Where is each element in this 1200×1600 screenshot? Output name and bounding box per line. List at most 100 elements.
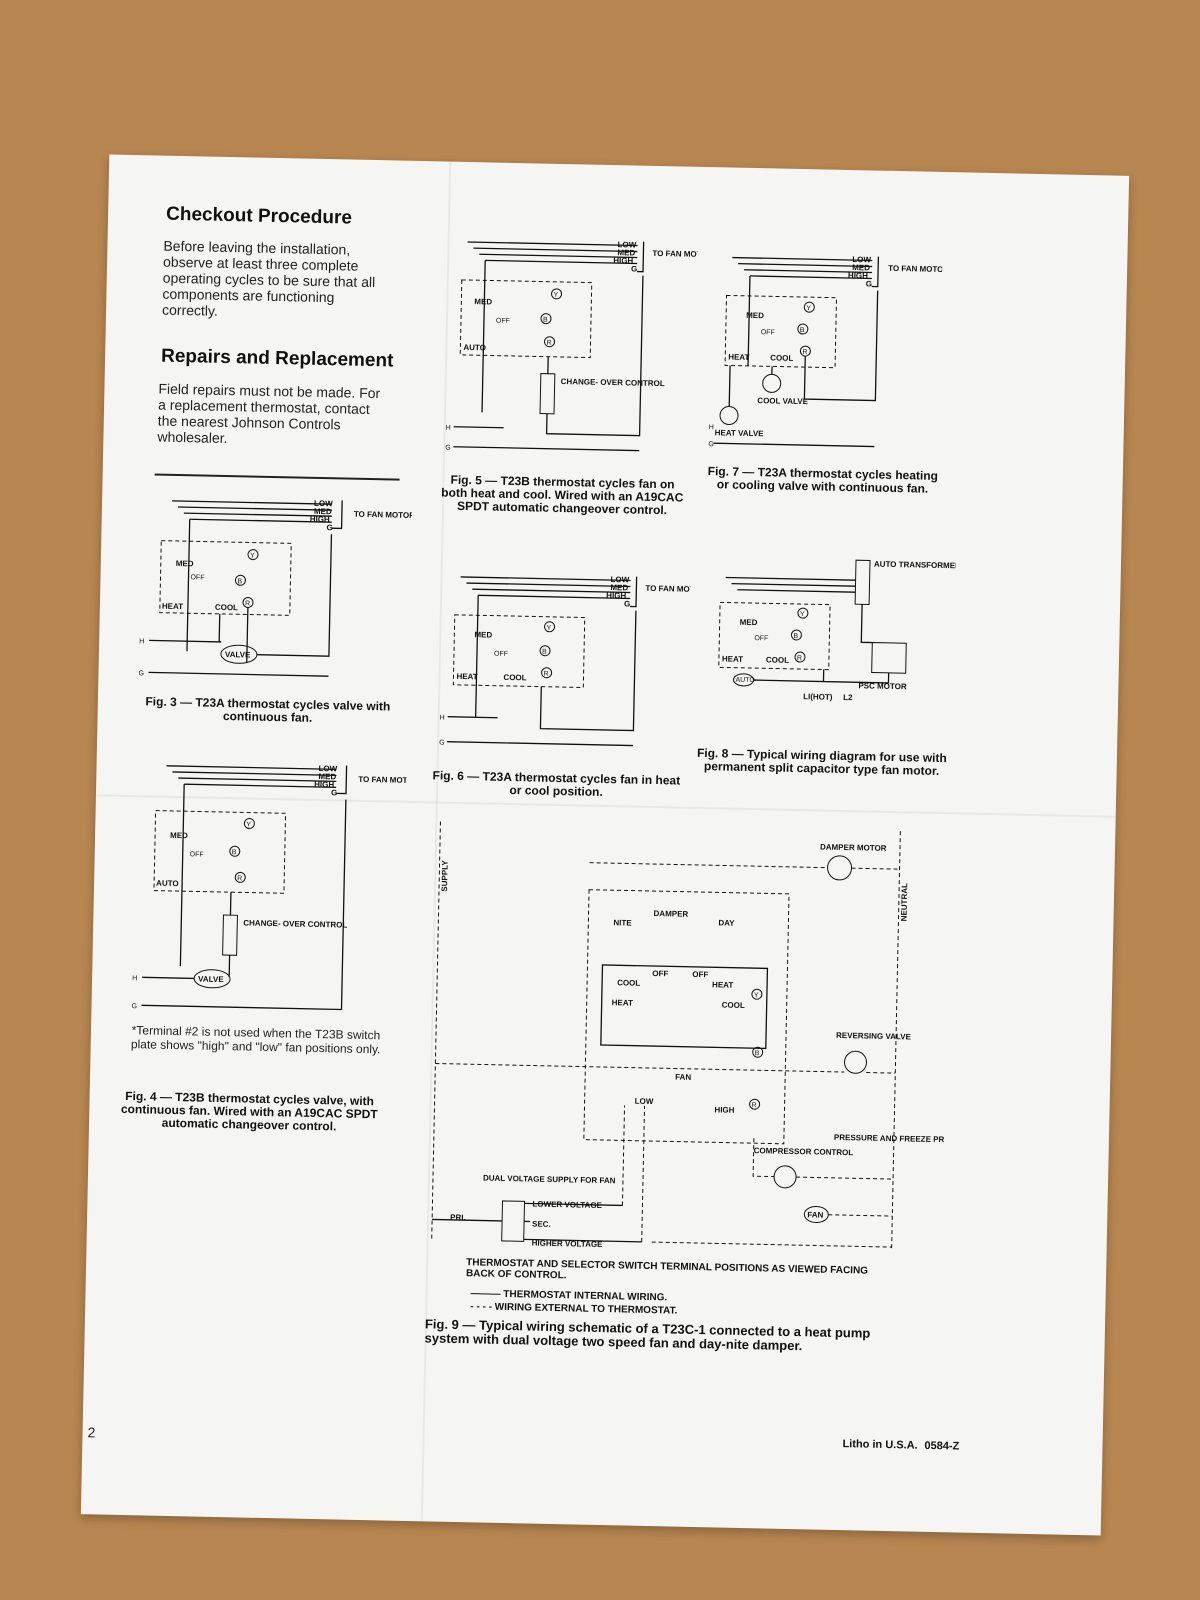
svg-text:TO FAN MOTOR: TO FAN MOTOR — [888, 264, 942, 274]
svg-text:HIGH: HIGH — [310, 515, 330, 524]
svg-text:COOL VALVE: COOL VALVE — [757, 396, 809, 406]
svg-text:HIGH: HIGH — [848, 271, 868, 280]
svg-text:G: G — [439, 740, 445, 747]
svg-text:DAMPER MOTOR: DAMPER MOTOR — [820, 843, 887, 853]
svg-text:R: R — [797, 655, 802, 662]
svg-text:OFF: OFF — [761, 329, 775, 336]
fig8-caption: Fig. 8 — Typical wiring diagram for use … — [696, 745, 947, 778]
svg-text:LOW: LOW — [318, 764, 337, 773]
svg-text:B: B — [542, 649, 547, 656]
svg-text:COOL: COOL — [766, 655, 789, 664]
svg-text:SEC.: SEC. — [532, 1220, 551, 1229]
page-number: 2 — [87, 1424, 96, 1441]
doc-code: 0584-Z — [924, 1439, 960, 1453]
svg-text:Y: Y — [800, 611, 805, 618]
svg-text:G: G — [131, 1003, 137, 1010]
svg-text:R: R — [802, 349, 807, 356]
svg-text:R: R — [546, 340, 551, 347]
svg-text:H: H — [132, 975, 137, 982]
svg-text:MED: MED — [474, 297, 492, 306]
svg-text:LOW: LOW — [617, 240, 636, 249]
svg-text:TO FAN MOTOR: TO FAN MOTOR — [358, 775, 406, 785]
svg-text:NEUTRAL: NEUTRAL — [899, 883, 909, 922]
fig7-diagram: LOW MED HIGH G TO FAN MOTOR MED OFF HEAT… — [708, 247, 942, 467]
svg-text:Y: Y — [546, 625, 551, 632]
svg-text:H: H — [446, 425, 451, 432]
svg-text:AUTO TRANSFORMER OR REACTOR: AUTO TRANSFORMER OR REACTOR — [874, 560, 956, 572]
svg-text:B: B — [232, 849, 237, 856]
svg-text:MED: MED — [610, 583, 628, 592]
fig5-caption: Fig. 5 — T23B thermostat cycles fan on b… — [441, 472, 684, 518]
svg-text:TO FAN MOTOR: TO FAN MOTOR — [354, 510, 412, 520]
svg-text:OFF: OFF — [190, 851, 204, 858]
fig5-diagram: LOW MED HIGH G TO FAN MOTOR MED OFF AUTO… — [443, 232, 698, 467]
svg-text:OFF: OFF — [496, 318, 510, 325]
svg-text:G: G — [624, 599, 630, 608]
svg-text:HEAT: HEAT — [162, 602, 183, 611]
svg-text:CHANGE- OVER CONTROL: CHANGE- OVER CONTROL — [243, 918, 347, 929]
fig9-caption: Fig. 9 — Typical wiring schematic of a T… — [424, 1316, 871, 1354]
svg-text:OFF: OFF — [494, 651, 508, 658]
svg-text:H: H — [709, 424, 714, 431]
svg-text:LOW: LOW — [635, 1097, 654, 1106]
checkout-title: Checkout Procedure — [165, 203, 353, 229]
fig8-diagram: AUTO TRANSFORMER OR REACTOR MED OFF HEAT… — [702, 547, 956, 742]
svg-text:PRI.: PRI. — [450, 1213, 466, 1222]
svg-text:FAN: FAN — [675, 1073, 691, 1082]
svg-text:TO FAN MOTOR: TO FAN MOTOR — [645, 584, 690, 594]
svg-text:G: G — [331, 788, 337, 797]
svg-text:HIGH: HIGH — [714, 1105, 734, 1114]
svg-text:Y: Y — [250, 553, 255, 560]
svg-text:COOL: COOL — [770, 353, 793, 362]
svg-text:AUTO: AUTO — [735, 677, 755, 684]
svg-text:COMPRESSOR CONTROL: COMPRESSOR CONTROL — [754, 1146, 854, 1157]
fig6-diagram: LOW MED HIGH G TO FAN MOTOR MED OFF HEAT… — [437, 567, 691, 762]
svg-text:G: G — [631, 264, 637, 273]
section-divider — [154, 473, 400, 481]
svg-text:LOW: LOW — [852, 255, 871, 264]
fig7-caption: Fig. 7 — T23A thermostat cycles heating … — [707, 464, 939, 496]
svg-text:B: B — [755, 1050, 760, 1057]
svg-text:LOW: LOW — [610, 575, 629, 584]
svg-text:MED: MED — [617, 248, 635, 257]
checkout-body: Before leaving the installation, observe… — [161, 237, 376, 319]
fig3-diagram: LOW MED HIGH G TO FAN MOTOR MED OFF HEAT… — [128, 490, 412, 696]
svg-text:LOW: LOW — [314, 499, 333, 508]
repairs-title: Repairs and Replacement — [160, 345, 394, 372]
svg-text:COOL: COOL — [722, 1000, 745, 1009]
svg-text:DAY: DAY — [718, 918, 735, 927]
svg-text:MED: MED — [318, 772, 336, 781]
svg-text:R: R — [245, 600, 250, 607]
svg-text:MED: MED — [740, 618, 758, 627]
svg-text:R: R — [237, 875, 242, 882]
svg-text:HIGHER VOLTAGE: HIGHER VOLTAGE — [532, 1239, 604, 1249]
svg-text:MED: MED — [170, 831, 188, 840]
svg-text:G: G — [138, 670, 144, 677]
fig4-caption: Fig. 4 — T23B thermostat cycles valve, w… — [120, 1089, 378, 1134]
svg-text:FAN: FAN — [807, 1210, 823, 1219]
svg-text:MED: MED — [852, 263, 870, 272]
svg-text:B: B — [543, 317, 548, 324]
svg-text:G: G — [708, 441, 714, 448]
repairs-body: Field repairs must not be made. For a re… — [157, 380, 381, 447]
svg-text:HEAT: HEAT — [728, 352, 749, 361]
fig6-caption: Fig. 6 — T23A thermostat cycles fan in h… — [432, 768, 681, 799]
svg-text:B: B — [800, 327, 805, 334]
svg-text:Y: Y — [246, 821, 251, 828]
svg-text:DUAL VOLTAGE SUPPLY FOR FAN: DUAL VOLTAGE SUPPLY FOR FAN — [483, 1174, 616, 1186]
svg-text:B: B — [237, 578, 242, 585]
svg-text:MED: MED — [474, 630, 492, 639]
svg-text:VALVE: VALVE — [198, 975, 224, 985]
svg-text:HIGH: HIGH — [606, 591, 626, 600]
svg-text:HEAT: HEAT — [612, 998, 633, 1007]
svg-text:MED: MED — [746, 311, 764, 320]
svg-text:Y: Y — [754, 992, 759, 999]
svg-text:G: G — [326, 523, 332, 532]
svg-text:PSC MOTOR: PSC MOTOR — [858, 681, 907, 691]
svg-text:REVERSING VALVE: REVERSING VALVE — [836, 1031, 912, 1042]
svg-text:COOL: COOL — [503, 673, 526, 682]
svg-text:HEAT VALVE: HEAT VALVE — [715, 428, 765, 438]
svg-text:G: G — [445, 445, 451, 452]
svg-text:Y: Y — [553, 292, 558, 299]
svg-text:TO FAN MOTOR: TO FAN MOTOR — [652, 249, 697, 259]
